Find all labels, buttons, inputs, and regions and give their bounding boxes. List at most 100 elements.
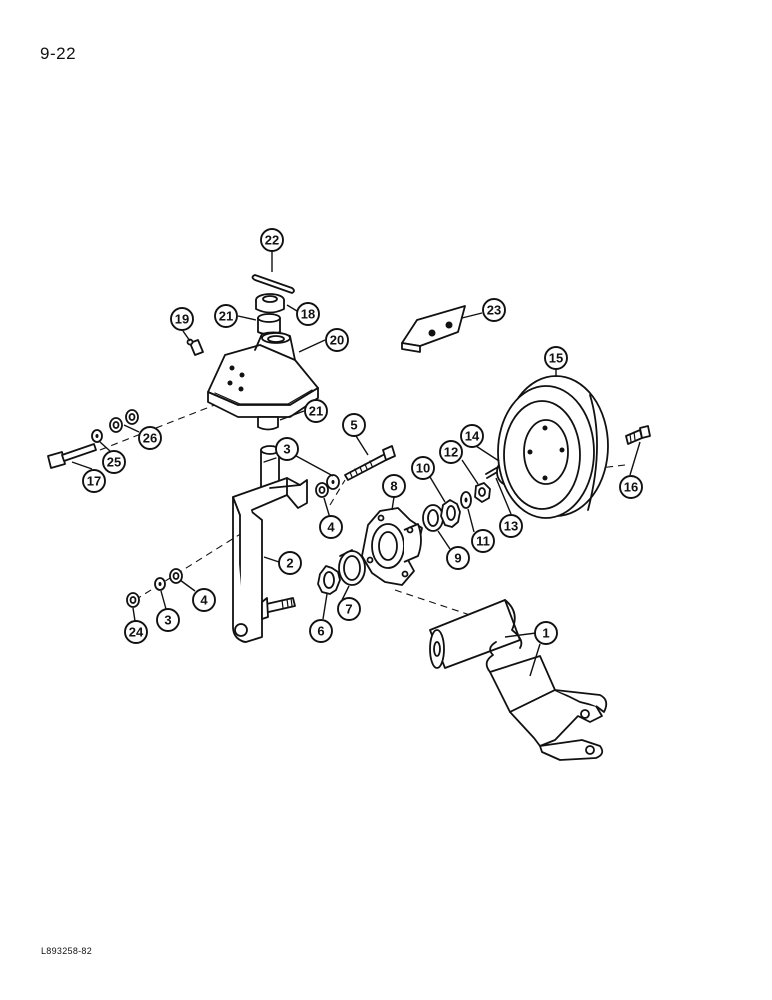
leader-1-upper [504, 632, 537, 638]
assembly-line-arm [394, 589, 471, 616]
svg-text:23: 23 [487, 303, 501, 318]
callout-26: 26 [138, 426, 162, 450]
callout-23: 23 [482, 298, 506, 322]
leader-18 [286, 304, 298, 312]
callout-2: 2 [278, 551, 302, 575]
long-bolt [47, 443, 97, 469]
leader-3-lower [160, 590, 167, 610]
svg-text:10: 10 [416, 461, 430, 476]
callout-10: 10 [411, 456, 435, 480]
svg-text:22: 22 [265, 233, 279, 248]
svg-text:17: 17 [87, 474, 101, 489]
svg-text:13: 13 [504, 519, 518, 534]
wheel-hub [361, 507, 423, 586]
leader-13 [495, 477, 512, 515]
callout-8: 8 [382, 474, 406, 498]
leader-24 [132, 607, 136, 622]
callouts: 1 2 3 3 4 4 5 6 7 8 9 10 11 12 13 1 [82, 228, 643, 645]
svg-text:5: 5 [350, 418, 357, 433]
grease-fitting [186, 338, 204, 356]
leader-21-upper [237, 315, 257, 321]
castle-nut [255, 293, 285, 314]
leader-7 [341, 585, 350, 601]
long-bolt-5 [344, 445, 396, 481]
assembly-line-washer [329, 479, 346, 506]
leader-4-upper [323, 497, 331, 519]
svg-text:14: 14 [465, 429, 480, 444]
leader-16 [629, 441, 641, 476]
leader-17 [71, 461, 93, 470]
callout-18: 18 [296, 302, 320, 326]
svg-text:4: 4 [200, 593, 208, 608]
callout-5: 5 [342, 413, 366, 437]
svg-text:18: 18 [301, 307, 315, 322]
leader-19 [182, 330, 191, 342]
callout-3-upper: 3 [275, 437, 299, 461]
lock-nut-24 [126, 592, 140, 608]
leader-8 [391, 496, 395, 511]
washer-3-upper [326, 474, 340, 490]
callout-7: 7 [337, 597, 361, 621]
svg-text:1: 1 [542, 626, 549, 641]
wheel-rim [497, 375, 609, 519]
svg-text:4: 4 [327, 520, 335, 535]
svg-text:12: 12 [444, 445, 458, 460]
leader-20 [298, 339, 326, 353]
hex-nut-26 [109, 409, 139, 433]
callout-15: 15 [544, 346, 568, 370]
callout-20: 20 [325, 328, 349, 352]
leader-5 [355, 435, 369, 456]
callout-19: 19 [170, 307, 194, 331]
leader-23 [461, 312, 483, 319]
svg-text:9: 9 [454, 551, 461, 566]
leader-14 [475, 445, 500, 462]
callout-21-upper: 21 [214, 304, 238, 328]
svg-text:3: 3 [283, 442, 290, 457]
pivot-bracket [207, 331, 319, 418]
callout-22: 22 [260, 228, 284, 252]
leader-10 [429, 476, 446, 503]
bearing-cone [440, 499, 461, 528]
assembly-line-bolt16 [599, 464, 626, 469]
leader-6 [322, 593, 328, 620]
callout-3-lower: 3 [156, 608, 180, 632]
svg-text:19: 19 [175, 312, 189, 327]
shield-plate [401, 305, 466, 353]
callout-12: 12 [439, 440, 463, 464]
callout-11: 11 [471, 529, 495, 553]
leader-25 [99, 441, 111, 452]
callout-9: 9 [446, 546, 470, 570]
leader-26 [123, 424, 140, 433]
leader-12 [461, 459, 479, 485]
svg-text:6: 6 [317, 624, 324, 639]
callout-24: 24 [124, 620, 148, 644]
lower-bushing [257, 416, 279, 431]
cotter-pin [251, 274, 295, 294]
svg-text:7: 7 [345, 602, 352, 617]
leader-2 [263, 556, 280, 563]
svg-text:16: 16 [624, 480, 638, 495]
arm-bracket [232, 445, 308, 643]
svg-text:3: 3 [164, 613, 171, 628]
svg-text:20: 20 [330, 333, 344, 348]
svg-text:8: 8 [390, 479, 397, 494]
caster-tube-arm [429, 599, 608, 761]
svg-text:21: 21 [219, 309, 233, 324]
bearing-cup [338, 549, 366, 586]
callout-17: 17 [82, 469, 106, 493]
callout-21-lower: 21 [304, 399, 328, 423]
washer-3-lower [154, 577, 166, 591]
callout-1: 1 [534, 621, 558, 645]
leader-9 [437, 530, 451, 550]
callout-4-upper: 4 [319, 515, 343, 539]
callout-4-lower: 4 [192, 588, 216, 612]
figure-id: L893258-82 [41, 946, 93, 956]
svg-text:15: 15 [549, 351, 563, 366]
leader-21-lower [279, 410, 305, 421]
callout-6: 6 [309, 619, 333, 643]
grease-seal [317, 565, 341, 595]
spindle-washer [460, 491, 472, 509]
leader-1-lower [529, 643, 541, 677]
svg-text:25: 25 [107, 455, 121, 470]
